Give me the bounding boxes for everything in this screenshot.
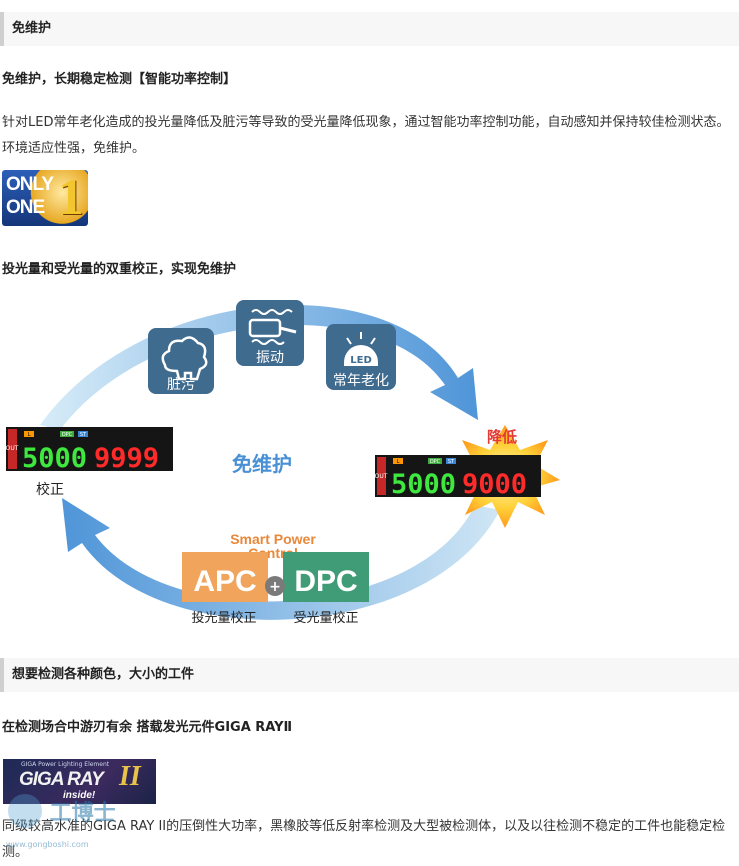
correct-label: 校正 — [36, 481, 64, 498]
giga-small-text: GIGA Power Lighting Element — [21, 761, 110, 768]
maintenance-free-diagram: 脏污 振动 LED 常年老化 免维护 OUT L DPC ST 5000 999… — [6, 300, 560, 626]
watermark-text: 工博士 — [49, 801, 116, 826]
l-tag-left: L — [28, 432, 31, 438]
section2-paragraph: 同级较高水准的GIGA RAY II的压倒性大功率，黑橡胶等低反射率检测及大型被… — [2, 819, 726, 860]
dirty-icon — [148, 328, 214, 394]
st-tag-left: ST — [80, 432, 87, 438]
watermark-logo: 工博士 — [8, 794, 116, 828]
l-tag-right: L — [397, 459, 400, 465]
decrease-label: 降低 — [487, 428, 517, 446]
dpc-label: DPC — [294, 565, 357, 598]
apc-box — [182, 552, 268, 602]
dpc-box — [283, 552, 369, 602]
plus-sign: + — [269, 579, 281, 595]
dpc-sub-label: 受光量校正 — [293, 610, 358, 626]
smart-power-label: Smart Power — [230, 531, 316, 547]
top-arc-arrow — [40, 304, 478, 430]
dpc-tag-right: DPC — [430, 459, 441, 465]
only-one-text-2: ONE — [6, 197, 45, 218]
aging-label: 常年老化 — [333, 373, 389, 389]
only-one-badge: ONLY ONE 1 — [2, 170, 88, 226]
display-right-red: 9000 — [462, 469, 527, 500]
out-tag-left: OUT — [6, 445, 19, 452]
vibration-icon — [236, 300, 304, 366]
led-text: LED — [350, 355, 372, 366]
giga-roman-numeral: II — [119, 761, 141, 792]
center-label: 免维护 — [232, 452, 292, 476]
display-left-green: 5000 — [22, 443, 87, 474]
st-tag-right: ST — [448, 459, 455, 465]
section2-subtitle: 在检测场合中游刃有余 搭载发光元件GIGA RAYⅡ — [2, 720, 293, 735]
display-right: OUT L DPC ST 5000 9000 — [375, 455, 541, 500]
led-aging-icon — [326, 324, 396, 390]
section-header-colors-sizes: 想要检测各种颜色，大小的工件 — [0, 658, 739, 692]
watermark-url: www.gongboshi.com — [6, 840, 89, 849]
only-one-number: 1 — [58, 170, 84, 226]
dirty-label: 脏污 — [167, 377, 195, 393]
section-subtitle: 免维护，长期稳定检测【智能功率控制】 — [2, 72, 237, 87]
apc-sub-label: 投光量校正 — [191, 610, 256, 626]
section-paragraph: 针对LED常年老化造成的投光量降低及脏污等导致的受光量降低现象，通过智能功率控制… — [2, 115, 730, 156]
giga-inside-text: inside! — [63, 790, 96, 801]
bottom-arc-arrow — [62, 498, 500, 620]
display-left-red: 9999 — [94, 443, 159, 474]
giga-main-text: GIGA RAY — [19, 769, 104, 790]
plus-circle — [265, 576, 285, 596]
out-tag-right: OUT — [375, 473, 388, 480]
dpc-tag-left: DPC — [62, 432, 73, 438]
only-one-text-1: ONLY — [6, 174, 54, 195]
display-left: OUT L DPC ST 5000 9999 — [6, 427, 173, 474]
apc-label: APC — [193, 565, 256, 598]
display-right-green: 5000 — [391, 469, 456, 500]
section-subtitle-2: 投光量和受光量的双重校正，实现免维护 — [2, 262, 237, 277]
section-header-maintenance-free: 免维护 — [0, 12, 739, 46]
giga-ray-banner: GIGA Power Lighting Element GIGA RAY II … — [3, 759, 156, 804]
vibration-label: 振动 — [256, 350, 284, 366]
